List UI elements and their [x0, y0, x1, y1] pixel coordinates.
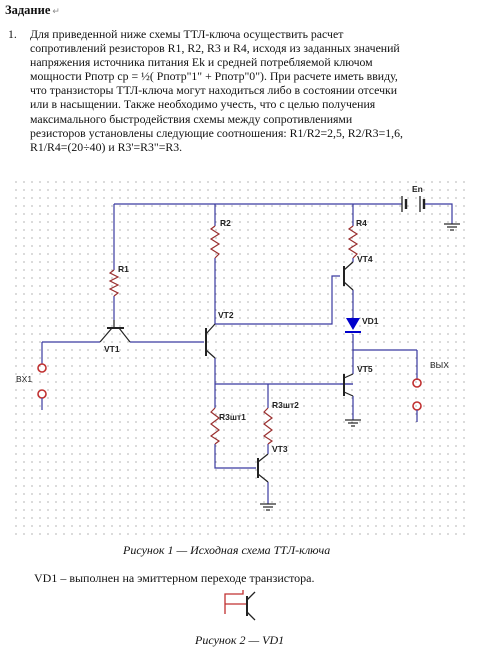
label-vt5: VT5 [357, 364, 373, 374]
input-terminal-top [37, 363, 47, 373]
battery-en [401, 196, 426, 212]
label-r3a: R3шт1 [219, 412, 246, 422]
paragraph-mark: ↵ [52, 6, 60, 16]
task-line: напряжения источника питания Ek и средне… [30, 55, 373, 70]
label-r2: R2 [220, 218, 231, 228]
heading-title: Задание [5, 3, 51, 17]
task-number: 1. [8, 27, 17, 41]
label-vd1: VD1 [362, 316, 379, 326]
vt5-transistor [343, 373, 354, 397]
label-supply: En [412, 184, 423, 194]
label-vt3: VT3 [272, 444, 288, 454]
task-heading: Задание↵ [5, 3, 60, 18]
vt3-transistor [257, 453, 269, 483]
r3a-resistor [209, 407, 221, 445]
ttl-schematic: En R1 R2 R4 VT1 VT2 VT4 VD1 VT5 VT3 R3шт… [12, 178, 470, 538]
vd1-diode [345, 318, 361, 333]
label-vt1: VT1 [104, 344, 120, 354]
label-r3b: R3шт2 [272, 400, 299, 410]
task-line: Для приведенной ниже схемы ТТЛ-ключа осу… [30, 27, 344, 41]
vd1-note: VD1 – выполнен на эмиттерном переходе тр… [34, 571, 315, 585]
r3b-resistor [262, 407, 274, 445]
ground-symbols [260, 223, 460, 511]
r4-resistor [347, 225, 359, 259]
task-lines: Для приведенной ниже схемы ТТЛ-ключа осу… [30, 27, 480, 154]
label-r1: R1 [118, 264, 129, 274]
vd1-transistor-symbol [246, 591, 256, 621]
figure1-caption: Рисунок 1 — Исходная схема ТТЛ-ключа [123, 543, 331, 557]
r2-resistor [209, 225, 221, 259]
ground-vt3 [260, 503, 276, 511]
vt2-transistor [205, 323, 216, 359]
wiring [41, 203, 453, 504]
terminals [37, 363, 422, 411]
label-output: ВЫХ [430, 360, 449, 370]
output-terminal-top [412, 378, 422, 388]
task-line: сопротивлений резисторов R1, R2, R3 и R4… [30, 41, 400, 56]
task-line: мощности Pпотр ср = ½( Pпотр"1" + Pпотр"… [30, 69, 398, 84]
task-line: или в насыщении. Также необходимо учесть… [30, 97, 376, 112]
vd1-diagram [224, 590, 256, 621]
label-r4: R4 [356, 218, 367, 228]
label-vt4: VT4 [357, 254, 373, 264]
task-line: максимального быстродействия схемы между… [30, 111, 353, 126]
task-line: что транзисторы ТТЛ-ключа могут находить… [30, 83, 398, 98]
ground-vt5 [345, 419, 361, 427]
vt1-transistor [99, 320, 131, 343]
figure2-caption: Рисунок 2 — VD1 [195, 633, 285, 647]
vt4-transistor [343, 261, 354, 291]
transistors [99, 261, 354, 483]
label-vt2: VT2 [218, 310, 234, 320]
r1-resistor [108, 269, 120, 297]
task-line: резисторов установлены следующие соотнош… [30, 125, 403, 140]
terminal-leads [41, 398, 418, 422]
task-line: R1/R4=(20÷40) и R3'=R3"=R3. [30, 139, 183, 154]
vd1-external-wiring [224, 590, 247, 614]
label-input: BX1 [16, 374, 32, 384]
grid-background [12, 178, 470, 538]
ground-supply [444, 223, 460, 231]
resistors [108, 225, 359, 445]
